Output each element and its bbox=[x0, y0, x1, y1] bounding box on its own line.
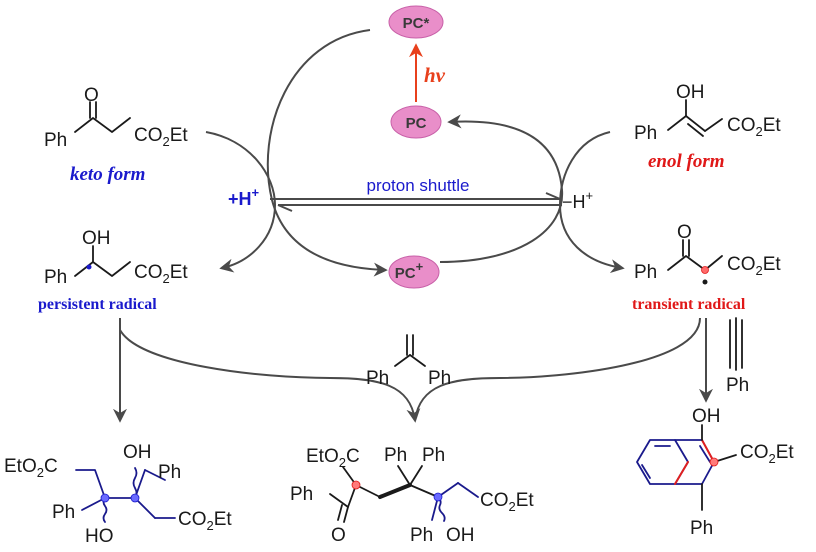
cross-phenyl-bottom: Ph bbox=[410, 525, 433, 546]
persistent-hydroxyl: OH bbox=[82, 228, 111, 249]
pc-ground-oval bbox=[390, 105, 442, 139]
arrow-persistent-to-cross bbox=[119, 329, 421, 423]
cross-phenyl-ketone: Ph bbox=[290, 484, 313, 505]
photocatalyst-cycle: PC* PC PC+ hv bbox=[266, 5, 564, 289]
pc-excited-label: PC* bbox=[403, 15, 430, 32]
transient-oxygen: O bbox=[677, 222, 692, 243]
product-arrows bbox=[113, 317, 713, 423]
persistent-phenyl: Ph bbox=[44, 267, 67, 288]
transient-ester: CO2Et bbox=[727, 254, 781, 278]
naphthol-hydroxyl: OH bbox=[692, 406, 721, 427]
cycle-arrow-left bbox=[266, 29, 388, 277]
alkyne-phenyl: Ph bbox=[726, 375, 749, 396]
shuttle-label: proton shuttle bbox=[366, 176, 469, 195]
pc-oxidized-label: PC+ bbox=[395, 259, 424, 282]
enol-phenyl: Ph bbox=[634, 123, 657, 144]
keto-form-label: keto form bbox=[70, 164, 145, 185]
transient-radical-structure: O Ph CO2Et transient radical bbox=[632, 222, 781, 313]
dimer-phenyl-left: Ph bbox=[52, 502, 75, 523]
enol-to-transient-arrow bbox=[558, 131, 625, 274]
light-label: hv bbox=[424, 63, 446, 87]
pc-ground-label: PC bbox=[406, 115, 427, 132]
keto-ester: CO2Et bbox=[134, 125, 188, 149]
transient-radical-label: transient radical bbox=[632, 296, 746, 313]
cross-phenyl-a: Ph bbox=[384, 445, 407, 466]
cross-ester-right: CO2Et bbox=[480, 490, 534, 514]
pc-excited-oval bbox=[388, 5, 444, 39]
keto-oxygen: O bbox=[84, 85, 99, 106]
enol-structure: OH Ph CO2Et enol form bbox=[634, 82, 781, 172]
dimer-product: EtO2C OH Ph Ph HO CO2Et bbox=[4, 442, 232, 547]
enol-ester: CO2Et bbox=[727, 115, 781, 139]
keto-to-persistent-arrow bbox=[205, 131, 277, 273]
dimer-ho-bottom: HO bbox=[85, 526, 114, 547]
persistent-radical-structure: OH Ph CO2Et persistent radical bbox=[38, 228, 188, 313]
phenylacetylene-reagent: Ph bbox=[726, 317, 749, 396]
minus-proton: −H+ bbox=[562, 188, 593, 212]
proton-shuttle: proton shuttle +H+ −H+ bbox=[228, 176, 593, 212]
persistent-radical-label: persistent radical bbox=[38, 296, 157, 313]
cross-oh-bottom: OH bbox=[446, 525, 475, 546]
keto-structure: O Ph CO2Et keto form bbox=[44, 85, 188, 185]
transient-phenyl: Ph bbox=[634, 262, 657, 283]
cross-product: EtO2C Ph O Ph Ph CO2Et Ph OH bbox=[290, 445, 534, 546]
naphthol-product: OH CO2Et Ph bbox=[636, 406, 794, 539]
enol-form-label: enol form bbox=[648, 151, 725, 172]
naphthol-ester: CO2Et bbox=[740, 442, 794, 466]
arrow-transient-to-cross bbox=[414, 317, 701, 421]
keto-phenyl: Ph bbox=[44, 130, 67, 151]
dimer-ester-top: EtO2C bbox=[4, 456, 58, 480]
pc-oxidized-oval bbox=[388, 255, 440, 289]
alkene-phenyl-right: Ph bbox=[428, 368, 451, 389]
enol-hydroxyl: OH bbox=[676, 82, 705, 103]
plus-proton: +H+ bbox=[228, 185, 260, 209]
naphthol-phenyl: Ph bbox=[690, 518, 713, 539]
cross-oxygen: O bbox=[331, 525, 346, 546]
persistent-ester: CO2Et bbox=[134, 262, 188, 286]
dimer-oh-top: OH bbox=[123, 442, 152, 463]
alkene-phenyl-left: Ph bbox=[366, 368, 389, 389]
diphenylethylene-reagent: Ph Ph bbox=[366, 334, 451, 389]
dimer-ester-right: CO2Et bbox=[178, 509, 232, 533]
cross-phenyl-b: Ph bbox=[422, 445, 445, 466]
dimer-phenyl-top: Ph bbox=[158, 462, 181, 483]
cross-ester-top: EtO2C bbox=[306, 446, 360, 470]
